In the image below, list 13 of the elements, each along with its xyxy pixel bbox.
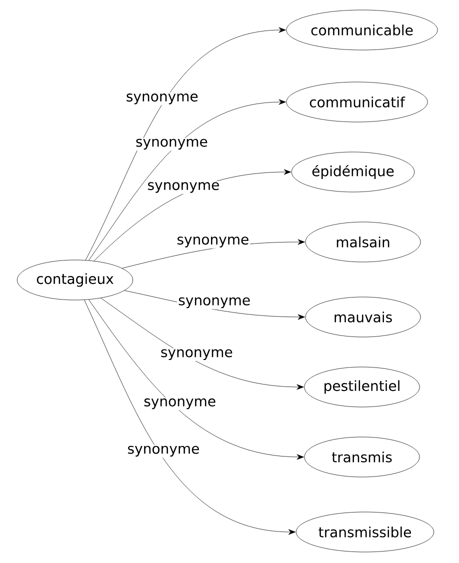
edge-label: synonyme [176, 236, 250, 248]
arrow [84, 300, 296, 535]
arrow [85, 27, 286, 260]
edge-label: synonyme [159, 348, 234, 361]
edge-label: synonyme [146, 181, 221, 194]
arrow [100, 298, 304, 390]
edge-label: synonyme [142, 397, 218, 410]
arrow [88, 99, 286, 261]
edge-label: synonyme [177, 296, 252, 310]
edge-label: synonyme [126, 444, 201, 458]
edge-label: synonyme [124, 92, 200, 106]
edge-label: synonyme [134, 138, 209, 151]
arrow [88, 299, 304, 460]
